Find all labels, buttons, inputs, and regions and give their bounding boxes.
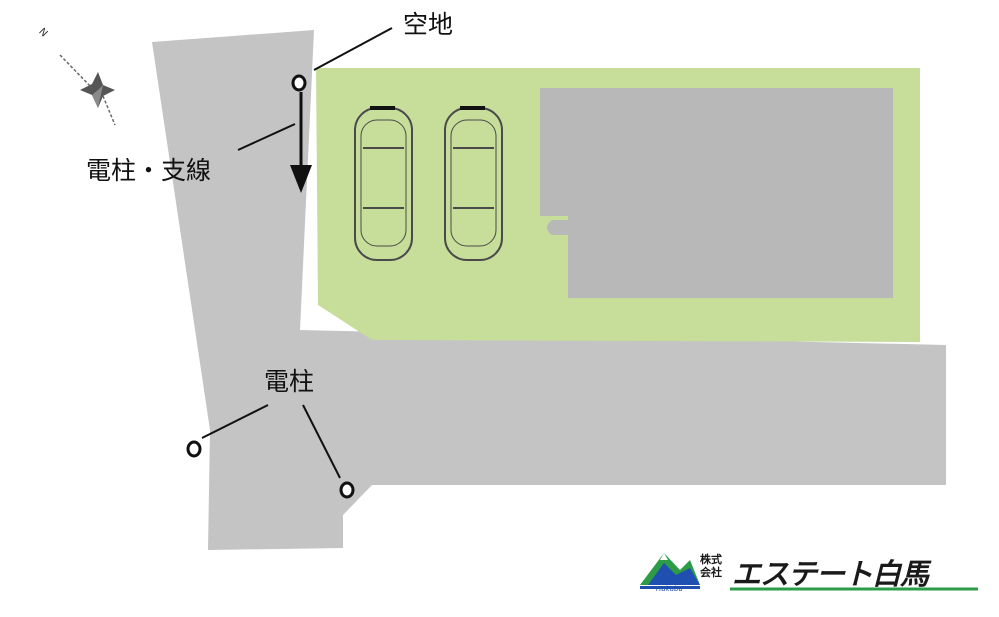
leader-line-vacant bbox=[313, 27, 393, 71]
building-footprint bbox=[540, 88, 893, 298]
guy-wire-arrow bbox=[290, 92, 312, 193]
road-area bbox=[152, 30, 946, 550]
label-utility-pole: 電柱 bbox=[264, 367, 315, 396]
leader-line-pole bbox=[302, 404, 341, 479]
utility-pole-marker bbox=[291, 74, 307, 92]
parked-car bbox=[354, 106, 413, 261]
compass-icon: N bbox=[36, 26, 116, 126]
logo-company-name: エステート白馬 bbox=[732, 557, 929, 591]
utility-pole-marker bbox=[339, 481, 355, 499]
leader-line-pole-guy bbox=[237, 123, 296, 151]
logo-corp-prefix: 株式会社 bbox=[700, 553, 722, 579]
compass-north-marker: N bbox=[36, 26, 49, 39]
company-logo: 株式会社 エステート白馬 Hakuba bbox=[640, 551, 980, 595]
label-pole-guy-wire: 電柱・支線 bbox=[86, 156, 212, 185]
utility-pole-marker bbox=[186, 440, 202, 458]
leader-line-pole bbox=[201, 404, 269, 439]
parked-car bbox=[444, 106, 503, 261]
logo-mountain-icon bbox=[640, 553, 700, 589]
label-vacant-lot: 空地 bbox=[403, 10, 454, 39]
logo-script-text: Hakuba bbox=[656, 585, 683, 593]
